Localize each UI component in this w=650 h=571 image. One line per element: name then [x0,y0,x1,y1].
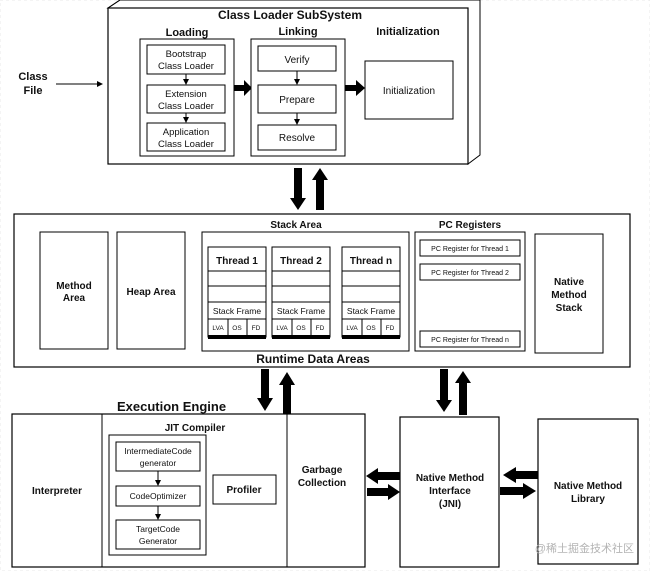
runtime-data-areas: Runtime Data Areas Method Area Heap Area… [13,213,631,368]
native-method-stack-line2: Method [551,290,587,301]
thread-1-fd: FD [252,325,261,332]
resolve-box [257,124,337,151]
code-optimizer-label: CodeOptimizer [130,491,187,501]
extension-class-loader-box [146,84,226,114]
heap-area-label: Heap Area [126,287,176,298]
jni-line2: Interface [429,486,471,497]
class-loader-title: Class Loader SubSystem [218,8,362,22]
verify-box [257,45,337,72]
jni-to-library-right-arrow [500,483,536,499]
heap-area-box [116,231,186,350]
watermark: @稀土掘金技术社区 [535,541,634,555]
jni: Native Method Interface (JNI) [399,416,500,568]
method-area-line1: Method [56,281,92,292]
jni-line3: (JNI) [439,499,461,510]
runtime-to-classloader-up-arrow [312,168,328,210]
bootstrap-line2: Class Loader [158,61,214,72]
thread-2-os: OS [296,325,306,332]
application-class-loader-box [146,122,226,152]
profiler-box [212,474,277,505]
native-method-library: Native Method Library [537,418,639,565]
thread-n-stack-frame: Stack Frame [347,306,395,316]
bootstrap-line1: Bootstrap [166,49,207,60]
engine-to-runtime-up-arrow [279,372,295,415]
thread-n-fd: FD [386,325,395,332]
runtime-to-jni-down-arrow [436,369,452,412]
native-method-stack-box [534,233,604,354]
thread-n: Thread n Stack Frame LVA OS FD [341,246,401,339]
native-library-line2: Library [571,494,605,505]
application-line1: Application [163,127,209,138]
native-method-stack-line3: Stack [556,303,583,314]
target-line1: TargetCode [136,524,180,534]
jni-to-engine-left-arrow [366,468,400,484]
method-area-box [39,231,109,350]
resolve-label: Resolve [279,133,316,144]
native-method-stack-line1: Native [554,277,584,288]
prepare-box [257,84,337,114]
class-file-label-line2: File [24,85,43,97]
thread-2-lva: LVA [276,325,288,332]
extension-line2: Class Loader [158,101,214,112]
thread-1-name: Thread 1 [216,256,258,267]
library-to-jni-left-arrow [503,467,538,483]
loading-to-linking-arrow [234,80,252,96]
pc-register-thread-n: PC Register for Thread n [431,337,509,344]
linking-title: Linking [278,26,317,38]
thread-2-stack-frame: Stack Frame [277,306,325,316]
extension-line1: Extension [165,89,207,100]
garbage-line1: Garbage [302,465,343,476]
application-line2: Class Loader [158,139,214,150]
jit-compiler-title: JIT Compiler [165,423,226,434]
thread-n-lva: LVA [346,325,358,332]
thread-1-lva: LVA [212,325,224,332]
prepare-label: Prepare [279,95,315,106]
initialization-box-label: Initialization [383,86,435,97]
jni-box [399,416,500,568]
initialization-box [364,60,454,120]
target-line2: Generator [139,536,177,546]
initialization-title: Initialization [376,26,440,38]
thread-2-name: Thread 2 [280,256,322,267]
linking-to-init-arrow [345,80,365,96]
pc-register-thread-n-box [419,330,521,348]
method-area-line2: Area [63,293,86,304]
interpreter-label: Interpreter [32,486,82,497]
pc-register-thread-1-box [419,239,521,257]
classloader-to-runtime-down-arrow [290,168,306,210]
execution-engine: Execution Engine Interpreter JIT Compile… [11,399,366,568]
class-file-label-line1: Class [18,71,47,83]
bootstrap-class-loader-box [146,44,226,75]
thread-2-fd: FD [316,325,325,332]
loading-title: Loading [166,27,209,39]
intermediate-line2: generator [140,458,177,468]
target-code-generator-box [115,519,201,550]
verify-label: Verify [284,55,309,66]
garbage-line2: Collection [298,478,346,489]
class-loader-subsystem: Class Loader SubSystem Class File Loadin… [18,0,481,165]
thread-1-stack-frame: Stack Frame [213,306,261,316]
runtime-to-engine-down-arrow [257,369,273,411]
stack-area-title: Stack Area [270,220,322,231]
engine-to-jni-right-arrow [367,484,400,500]
pc-register-thread-1: PC Register for Thread 1 [431,246,509,253]
thread-n-name: Thread n [350,256,392,267]
thread-1: Thread 1 Stack Frame LVA OS FD [207,246,267,339]
thread-1-os: OS [232,325,242,332]
native-library-line1: Native Method [554,481,622,492]
jni-line1: Native Method [416,473,484,484]
native-library-box [537,418,639,565]
execution-engine-title: Execution Engine [117,399,226,414]
pc-registers-title: PC Registers [439,220,502,231]
thread-2: Thread 2 Stack Frame LVA OS FD [271,246,331,339]
pc-register-thread-2: PC Register for Thread 2 [431,270,509,277]
intermediate-line1: IntermediateCode [124,446,192,456]
runtime-title: Runtime Data Areas [256,352,370,366]
jni-to-runtime-up-arrow [455,371,471,415]
pc-register-thread-2-box [419,263,521,281]
profiler-label: Profiler [226,485,261,496]
thread-n-os: OS [366,325,376,332]
